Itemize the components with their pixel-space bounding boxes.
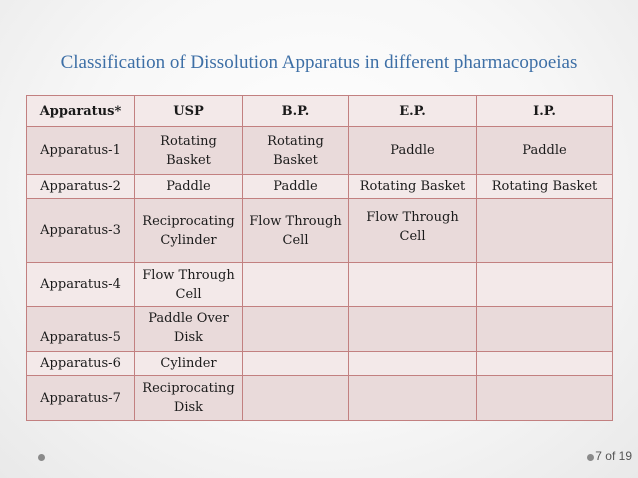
- table-row: Apparatus-4 Flow Through Cell: [26, 262, 613, 307]
- cell-bp: [242, 262, 349, 307]
- cell-ip: [476, 198, 613, 263]
- slide-title: Classification of Dissolution Apparatus …: [60, 52, 578, 73]
- cell-ip: [476, 375, 613, 421]
- cell-usp: Flow Through Cell: [134, 262, 243, 307]
- cell-apparatus: Apparatus-2: [26, 174, 135, 199]
- cell-usp: Paddle Over Disk: [134, 306, 243, 352]
- cell-ip: Rotating Basket: [476, 174, 613, 199]
- cell-ep: Rotating Basket: [348, 174, 477, 199]
- table-row: Apparatus-2 Paddle Paddle Rotating Baske…: [26, 174, 613, 199]
- cell-apparatus: Apparatus-7: [26, 375, 135, 421]
- header-bp: B.P.: [242, 95, 349, 127]
- table-row: Apparatus-6 Cylinder: [26, 351, 613, 376]
- cell-usp: Paddle: [134, 174, 243, 199]
- cell-ep: [348, 262, 477, 307]
- cell-ep: [348, 375, 477, 421]
- table-row: Apparatus-7 Reciprocating Disk: [26, 375, 613, 421]
- header-ip: I.P.: [476, 95, 613, 127]
- cell-usp: Rotating Basket: [134, 126, 243, 175]
- header-apparatus: Apparatus*: [26, 95, 135, 127]
- cell-ip: [476, 351, 613, 376]
- cell-bp: [242, 351, 349, 376]
- slide-page-indicator: 7 of 19: [595, 449, 632, 463]
- cell-ep: [348, 306, 477, 352]
- cell-ip: Paddle: [476, 126, 613, 175]
- cell-apparatus: Apparatus-4: [26, 262, 135, 307]
- cell-apparatus: Apparatus-6: [26, 351, 135, 376]
- table-row: Apparatus-5 Paddle Over Disk: [26, 306, 613, 352]
- cell-ep: [348, 351, 477, 376]
- cell-apparatus: Apparatus-5: [26, 306, 135, 352]
- cell-apparatus: Apparatus-3: [26, 198, 135, 263]
- dissolution-apparatus-table: Apparatus* USP B.P. E.P. I.P. Apparatus-…: [26, 95, 613, 421]
- footer-left-dot: [38, 454, 45, 461]
- header-usp: USP: [134, 95, 243, 127]
- cell-ep: Paddle: [348, 126, 477, 175]
- header-ep: E.P.: [348, 95, 477, 127]
- cell-bp: Rotating Basket: [242, 126, 349, 175]
- cell-ip: [476, 262, 613, 307]
- footer-right-dot: [587, 454, 594, 461]
- table-row: Apparatus-3 Reciprocating Cylinder Flow …: [26, 198, 613, 263]
- table-row: Apparatus-1 Rotating Basket Rotating Bas…: [26, 126, 613, 175]
- cell-usp: Reciprocating Disk: [134, 375, 243, 421]
- cell-bp: Paddle: [242, 174, 349, 199]
- cell-ep: Flow Through Cell: [348, 198, 477, 263]
- table-header-row: Apparatus* USP B.P. E.P. I.P.: [26, 95, 613, 127]
- cell-usp: Reciprocating Cylinder: [134, 198, 243, 263]
- cell-bp: [242, 375, 349, 421]
- cell-usp: Cylinder: [134, 351, 243, 376]
- cell-bp: [242, 306, 349, 352]
- cell-apparatus: Apparatus-1: [26, 126, 135, 175]
- cell-bp: Flow Through Cell: [242, 198, 349, 263]
- cell-ip: [476, 306, 613, 352]
